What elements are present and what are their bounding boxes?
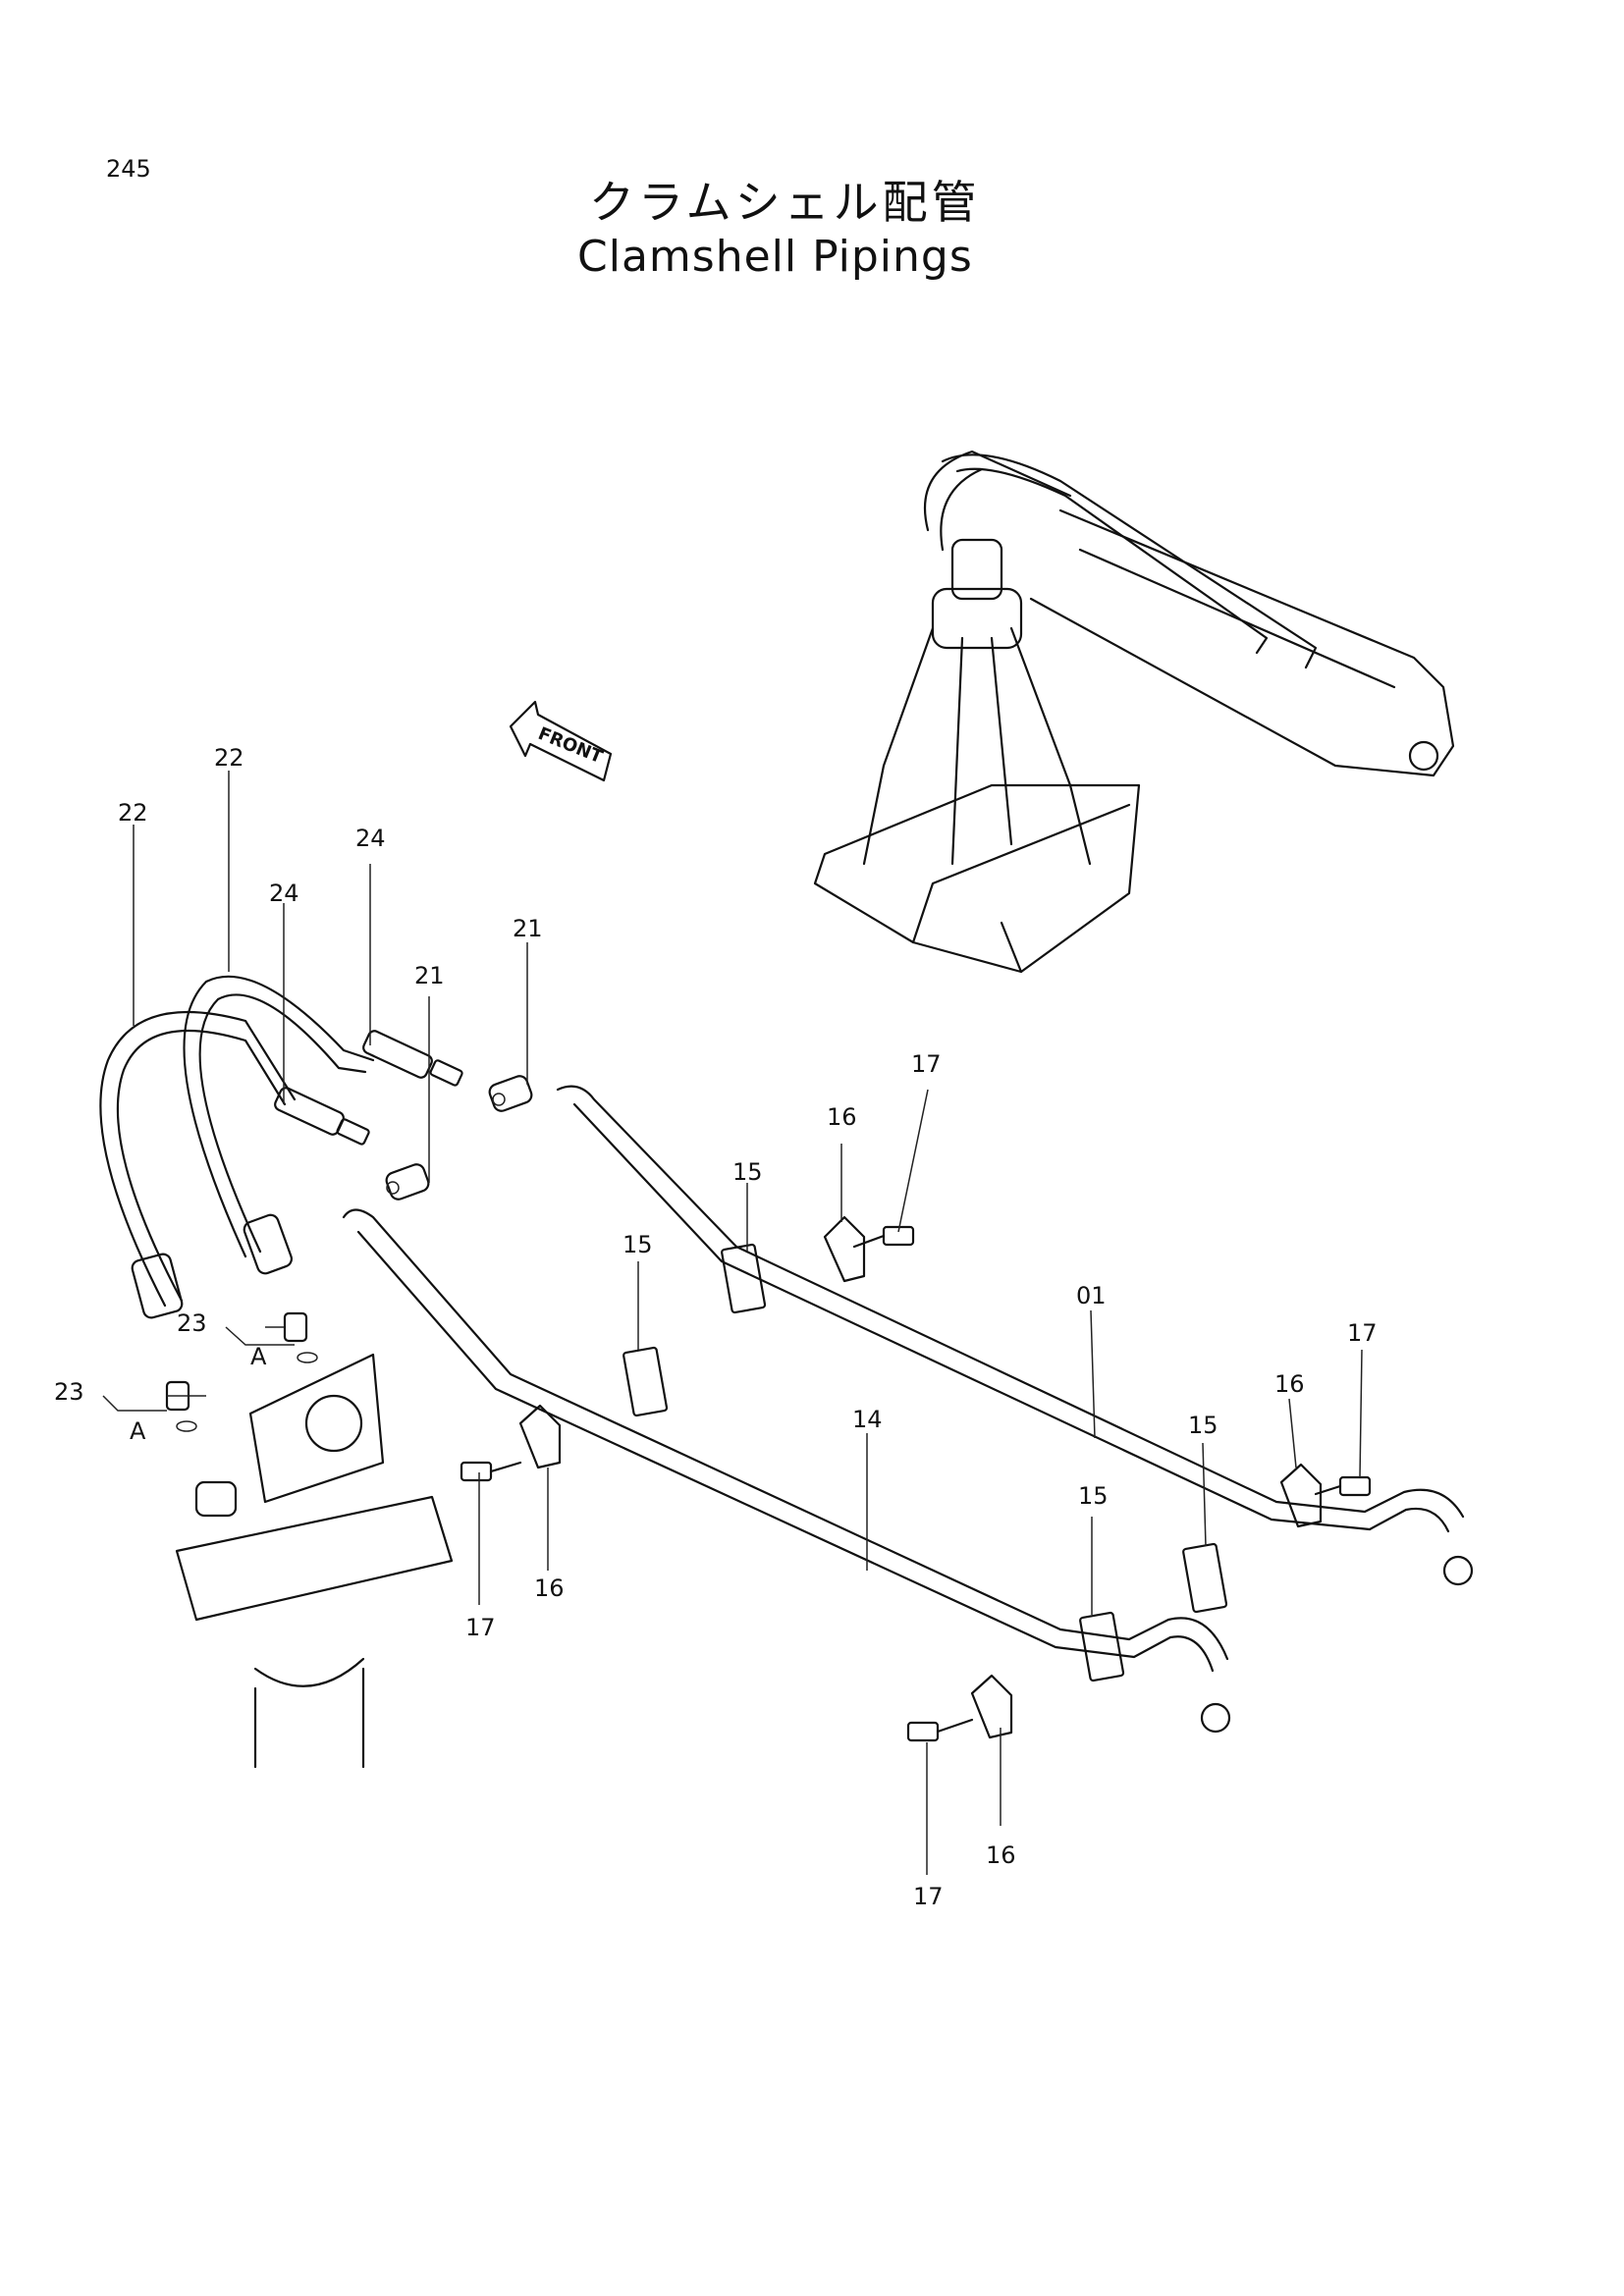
title-japanese: クラムシェル配管 [589, 176, 981, 229]
clip-16-c [1279, 1463, 1323, 1528]
page-number: 245 [106, 155, 151, 183]
pipe-14 [342, 1208, 1231, 1734]
pipe-01 [556, 1085, 1474, 1586]
label-16-top: 16 [827, 1103, 857, 1131]
clamp-15-d [1079, 1611, 1125, 1682]
label-23-lower: 23 [54, 1378, 84, 1406]
bolt-17-b [460, 1461, 522, 1482]
clip-16-a [823, 1215, 866, 1283]
leader-lines [102, 771, 1363, 1875]
label-16-left: 16 [534, 1575, 565, 1602]
label-16-bottom: 16 [986, 1842, 1016, 1869]
clamp-15-c [1182, 1542, 1228, 1614]
title-english: Clamshell Pipings [577, 232, 973, 282]
label-22-right: 22 [214, 744, 244, 772]
elbow-21b [488, 1075, 533, 1112]
label-A-upper: A [250, 1343, 267, 1370]
label-22-left: 22 [118, 799, 148, 827]
label-16-right: 16 [1274, 1370, 1305, 1398]
cylinder-block [175, 1353, 454, 1769]
label-21-right: 21 [513, 915, 543, 942]
clip-16-b [518, 1404, 562, 1469]
label-17-left: 17 [465, 1614, 496, 1641]
clip-16-d [970, 1674, 1013, 1739]
bolt-17-d [906, 1718, 974, 1742]
label-15-lower: 15 [1078, 1482, 1109, 1510]
label-17-right: 17 [1347, 1319, 1378, 1347]
clamshell-arm-inset [813, 450, 1455, 974]
label-21-left: 21 [414, 962, 445, 989]
label-15-right: 15 [1188, 1412, 1218, 1439]
label-01: 01 [1076, 1282, 1107, 1309]
label-24-right: 24 [355, 825, 386, 852]
oring-A-2 [176, 1420, 197, 1432]
clamp-15-b [623, 1346, 669, 1417]
clamp-15-a [721, 1243, 767, 1314]
hose-fitting-24b [362, 1030, 463, 1087]
label-A-lower: A [130, 1417, 146, 1445]
label-24-left: 24 [269, 880, 299, 907]
fitting-23-a [283, 1311, 308, 1343]
hose-assembly [99, 975, 463, 1319]
label-15-mid: 15 [623, 1231, 653, 1258]
bolt-17-c [1314, 1475, 1372, 1497]
part-labels: 22 22 24 24 21 21 17 16 15 15 01 17 16 1… [54, 744, 1378, 1910]
label-23-upper: 23 [177, 1309, 207, 1337]
elbow-21a [385, 1163, 430, 1201]
hose-fitting-24a [274, 1087, 370, 1146]
label-17-top: 17 [911, 1050, 942, 1078]
label-17-bottom: 17 [913, 1883, 944, 1910]
bolt-17-a [852, 1225, 915, 1249]
label-15-top: 15 [732, 1158, 763, 1186]
label-14: 14 [852, 1406, 883, 1433]
oring-A-1 [297, 1352, 318, 1363]
front-direction-arrow: FRONT [509, 700, 613, 782]
